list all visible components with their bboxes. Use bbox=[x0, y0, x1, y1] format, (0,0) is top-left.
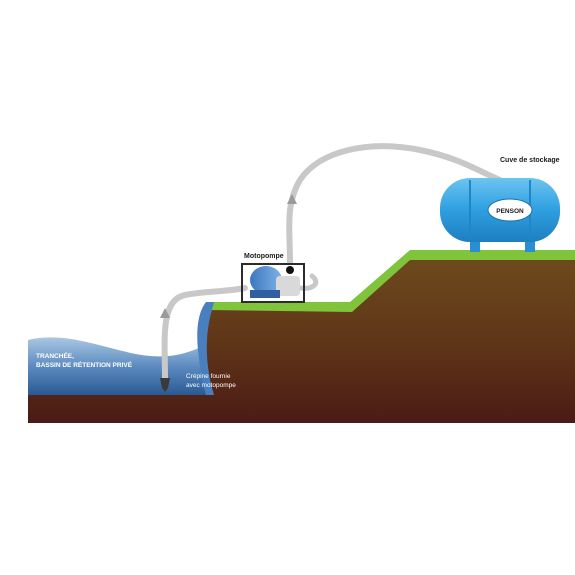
motor-pump-label: Motopompe bbox=[244, 253, 284, 260]
delivery-hose bbox=[286, 143, 503, 265]
tank-brand-logo: PENSON bbox=[496, 208, 524, 215]
soil-ground bbox=[28, 258, 575, 423]
tank-logo-badge bbox=[487, 198, 533, 222]
pump-return-hose bbox=[297, 273, 319, 291]
pump-frame bbox=[241, 263, 305, 303]
strainer-label-line1: Crépine fournie bbox=[186, 373, 231, 380]
flow-arrow-icon bbox=[160, 308, 170, 318]
water-basin-label-line1: TRANCHÉE, bbox=[36, 351, 74, 360]
motor-pump bbox=[241, 263, 305, 303]
pump-base bbox=[250, 290, 280, 298]
strainer-icon bbox=[160, 378, 170, 392]
grass-strip bbox=[206, 250, 575, 312]
tank-leg-left bbox=[470, 238, 480, 252]
strainer-label-line2: avec motopompe bbox=[186, 382, 236, 389]
water-basin-label-line2: BASSIN DE RÉTENTION PRIVÉ bbox=[36, 360, 133, 369]
storage-tank-label: Cuve de stockage bbox=[500, 157, 560, 164]
pump-body bbox=[276, 276, 300, 296]
flow-arrow-icon bbox=[287, 194, 297, 204]
water-bank-edge bbox=[197, 302, 214, 395]
pump-engine bbox=[250, 266, 282, 294]
suction-hose bbox=[161, 285, 248, 381]
tank-leg-right bbox=[525, 238, 535, 252]
pump-knob bbox=[286, 266, 294, 274]
storage-tank: PENSON bbox=[440, 178, 560, 252]
